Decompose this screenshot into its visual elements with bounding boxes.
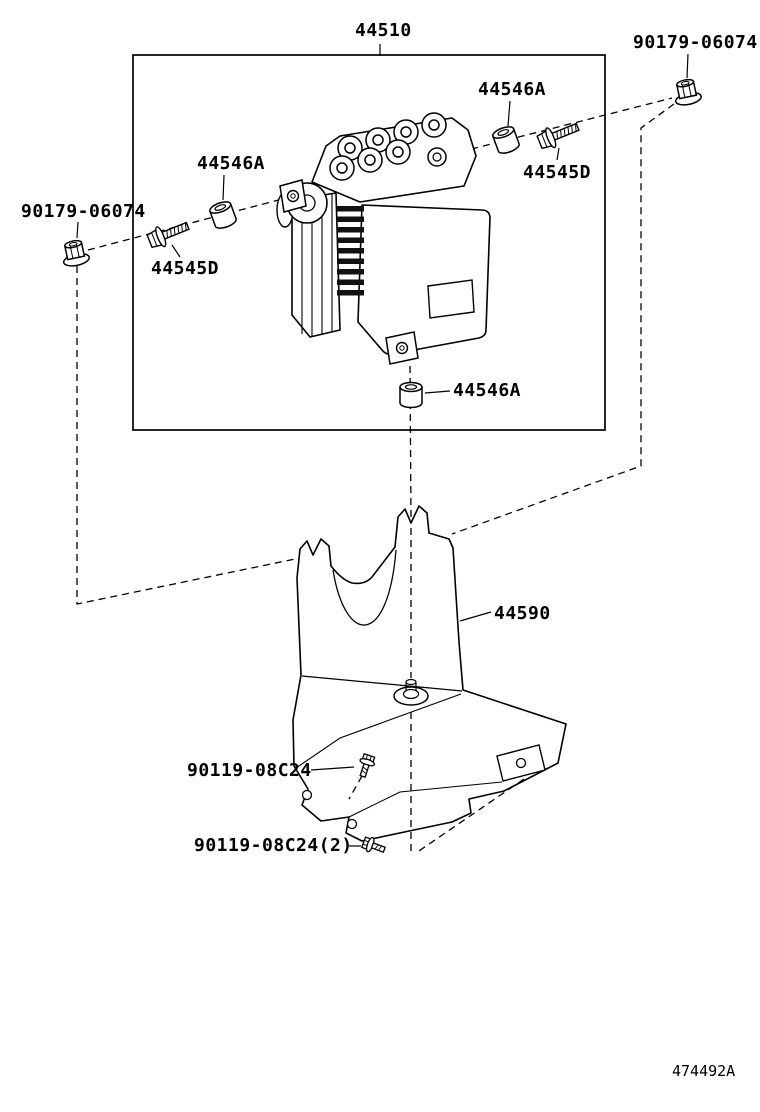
part-label-grommet-top: 44546A <box>478 79 547 100</box>
bracket-bottom-foot-hole <box>346 818 358 830</box>
nut-left-icon <box>58 237 92 269</box>
part-label-bracket: 44590 <box>494 603 551 624</box>
bolt-right-icon <box>534 116 583 153</box>
drawing-number: 474492A <box>672 1062 736 1080</box>
axis-line-left <box>87 196 291 251</box>
bracket-center-boss <box>393 678 429 706</box>
grommet-bottom-icon <box>399 381 423 409</box>
assembly-boundary-box <box>132 54 606 431</box>
part-label-bracket-bolt-1: 90119-08C24 <box>187 760 312 781</box>
part-label-bolt-right: 44545D <box>523 162 592 183</box>
connector-fins <box>337 206 364 296</box>
bolt-left-icon <box>144 215 193 252</box>
part-label-44510: 44510 <box>355 20 412 41</box>
projection-line-left <box>76 266 301 605</box>
part-label-grommet-bottom: 44546A <box>453 380 522 401</box>
axis-line-right <box>447 97 673 156</box>
mounting-ears <box>279 147 447 365</box>
part-label-nut-left: 90179-06074 <box>21 201 146 222</box>
bracket-drawing <box>292 505 567 842</box>
bracket-right-hole <box>515 757 527 769</box>
actuator-ecu-cover <box>357 204 491 355</box>
part-label-grommet-left: 44546A <box>197 153 266 174</box>
part-label-bracket-bolt-2: 90119-08C24(2) <box>194 835 353 856</box>
bracket-left-foot-hole <box>301 789 313 801</box>
bracket-recess-curve <box>332 549 397 626</box>
projection-line-right <box>451 103 675 535</box>
bracket-plate-edge-1 <box>295 693 462 769</box>
bracket-fold-line <box>301 675 463 692</box>
nut-right-icon <box>670 76 704 108</box>
cover-plate-outline <box>427 279 475 319</box>
part-label-nut-right: 90179-06074 <box>633 32 758 53</box>
grommet-top-icon <box>490 123 522 157</box>
actuator-hydraulic-block <box>291 192 341 338</box>
bracket-outline <box>292 505 567 842</box>
part-label-bolt-left: 44545D <box>151 258 220 279</box>
leader-lines <box>76 44 689 847</box>
bracket-bolt-2-icon <box>360 834 388 858</box>
grommet-left-icon <box>207 198 239 232</box>
abs-actuator-drawing <box>276 112 491 365</box>
bracket-plate-edge-2 <box>348 781 503 818</box>
tube-ports <box>329 112 447 181</box>
dashed-projection-lines <box>76 97 675 605</box>
